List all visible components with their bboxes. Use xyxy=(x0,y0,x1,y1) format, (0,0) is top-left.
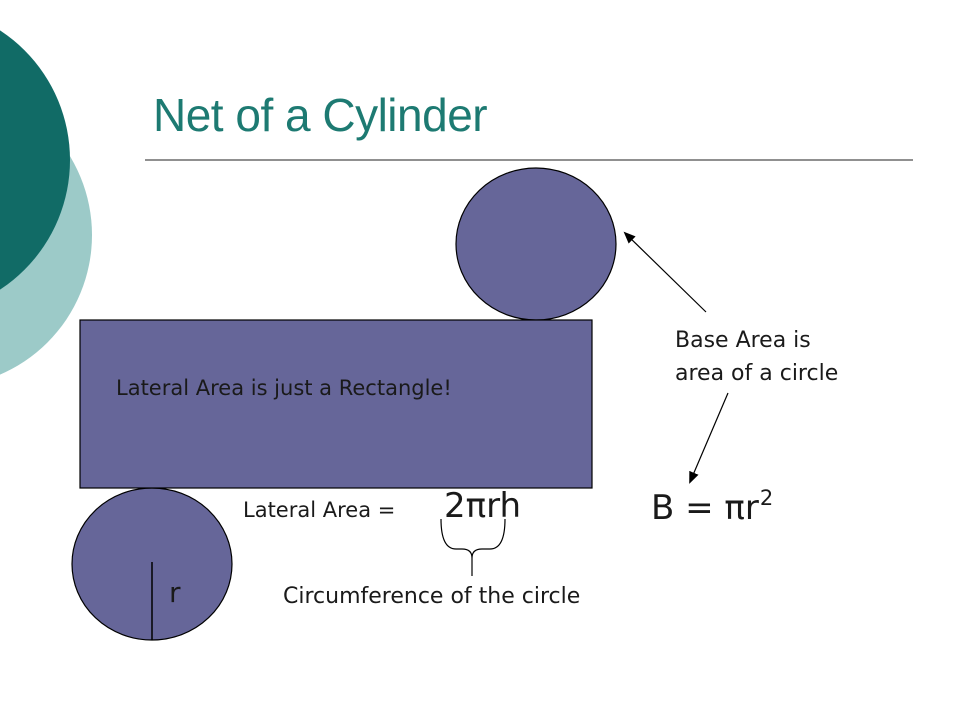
base-area-note-line2: area of a circle xyxy=(675,361,839,386)
lateral-area-note: Lateral Area is just a Rectangle! xyxy=(116,376,452,400)
radius-label: r xyxy=(169,576,181,609)
lateral-formula-expression: 2πrh xyxy=(444,486,522,526)
base-formula-exponent: 2 xyxy=(759,486,774,510)
base-formula-main: B = πr xyxy=(651,488,759,528)
lateral-formula-label: Lateral Area = xyxy=(243,498,396,522)
arrow-to-top-circle xyxy=(623,231,707,313)
circumference-label: Circumference of the circle xyxy=(283,584,581,609)
arrow-to-base-formula xyxy=(689,392,729,484)
top-base-circle xyxy=(455,167,617,321)
base-area-note-line1: Base Area is xyxy=(675,328,811,353)
decor-dark-circle xyxy=(0,30,70,290)
lateral-rectangle xyxy=(79,319,593,489)
circumference-brace xyxy=(440,518,506,576)
slide-title: Net of a Cylinder xyxy=(153,89,488,141)
base-area-formula: B = πr2 xyxy=(651,486,773,528)
